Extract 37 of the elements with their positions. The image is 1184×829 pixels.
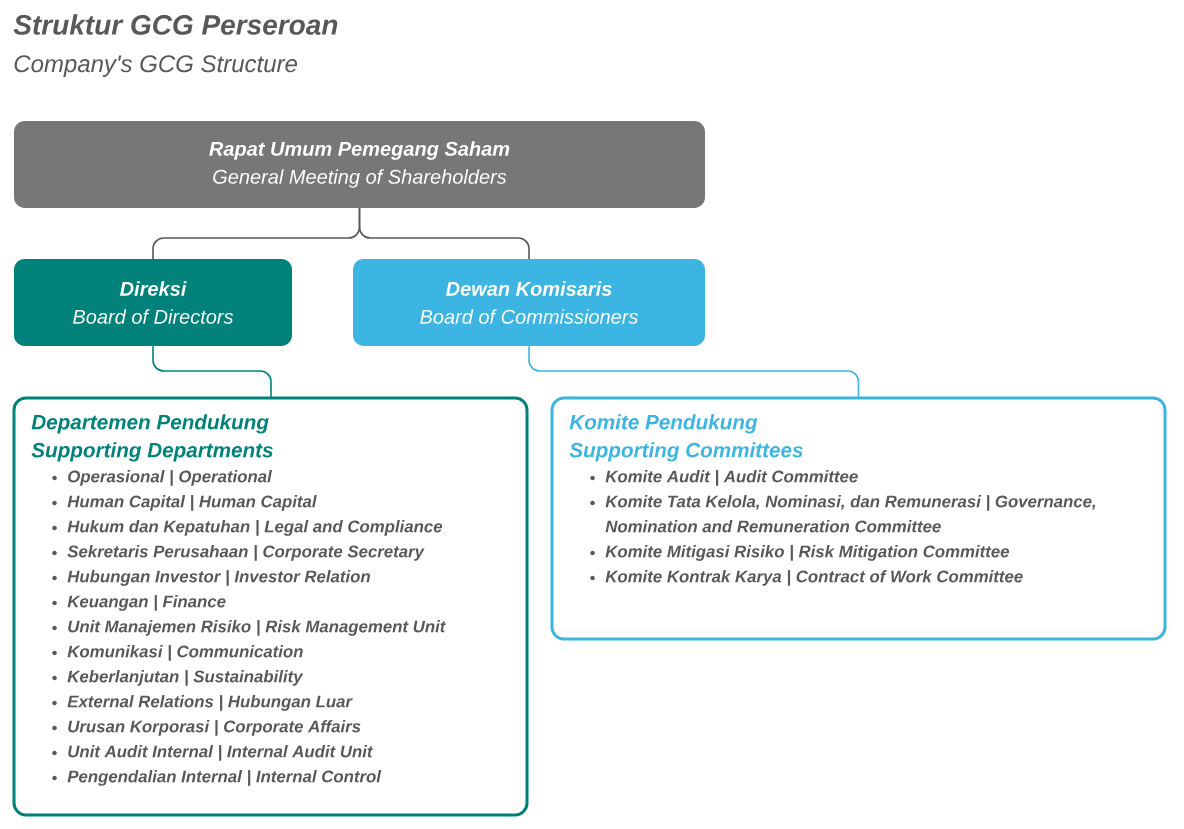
list-item: Hubungan Investor | Investor Relation — [67, 570, 370, 586]
panel-subheading: Supporting Committees — [569, 442, 803, 462]
panel — [550, 396, 1167, 641]
org-box — [14, 121, 705, 208]
panel-heading: Komite Pendukung — [569, 414, 758, 434]
list-item: Hukum dan Kepatuhan | Legal and Compliance — [67, 520, 443, 536]
box-subheading: General Meeting of Shareholders — [213, 169, 507, 188]
box-subheading: Board of Directors — [73, 309, 234, 324]
list-item: External Relations | Hubungan Luar — [67, 695, 353, 711]
list-item: Unit Audit Internal | Internal Audit Unit — [68, 745, 374, 761]
list-item: Human Capital | Human Capital — [67, 495, 317, 511]
list-item: Komite Mitigasi Risiko | Risk Mitigation Committee — [605, 545, 1009, 561]
list-item: Komite Tata Kelola, Nominasi, dan Remunerasi | Governance, Nomination and Remuneration Committee — [605, 495, 1096, 533]
panel-heading: Departemen Pendukung — [31, 414, 269, 434]
list-item: Komite Kontrak Karya | Contract of Work Committee — [605, 570, 1023, 586]
list-item: Pengendalian Internal | Internal Control — [67, 770, 382, 786]
list-item: Unit Manajemen Risiko | Risk Management Unit — [68, 620, 446, 636]
list-item: Keberlanjutan | Sustainability — [67, 670, 304, 686]
org-box — [14, 259, 292, 346]
connector — [152, 345, 272, 399]
title: Struktur GCG Perseroan — [13, 14, 338, 35]
connector — [528, 345, 860, 399]
box-heading: Direksi — [120, 281, 187, 296]
panel-subheading: Supporting Departments — [31, 442, 273, 462]
list-item: Komite Audit | Audit Committee — [605, 470, 858, 486]
list-item: Sekretaris Perusahaan | Corporate Secretary — [67, 545, 425, 561]
panel — [12, 396, 529, 817]
box-heading: Rapat Umum Pemegang Saham — [209, 141, 510, 160]
list-item: Keuangan | Finance — [67, 595, 226, 611]
connector — [358, 207, 530, 260]
box-heading: Dewan Komisaris — [446, 281, 612, 296]
list-item: Urusan Korporasi | Corporate Affairs — [68, 720, 361, 736]
list-item: Operasional | Operational — [68, 470, 273, 486]
subtitle: Company's GCG Structure — [14, 55, 298, 77]
list-item: Komunikasi | Communication — [67, 645, 303, 661]
org-box — [353, 259, 705, 346]
box-subheading: Board of Commissioners — [420, 309, 638, 324]
